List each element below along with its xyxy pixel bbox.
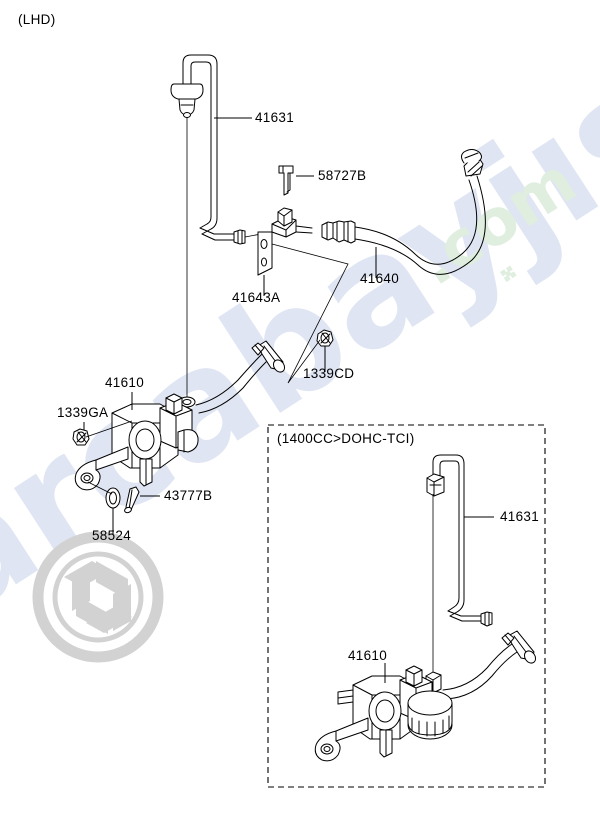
hose-end-fitting: [461, 149, 484, 177]
watermark-brand-text: parcabayjısı: [0, 7, 600, 707]
callout-41631: 41631: [255, 110, 294, 125]
inset-callout-41631: 41631: [500, 509, 539, 524]
part-41643A-bracket: [257, 207, 313, 276]
callout-41610: 41610: [105, 375, 144, 390]
part-43777B-pin: [124, 486, 140, 514]
part-58524-washer: [105, 487, 121, 509]
inset-group: [267, 424, 546, 788]
part-41631-clutch-tube: [170, 54, 273, 400]
callout-41640: 41640: [360, 271, 399, 286]
part-41610-master-cylinder: [74, 340, 286, 491]
inset-tube-union: [480, 611, 493, 627]
hose-crimp-left: [321, 220, 356, 244]
part-1339GA-nut: [72, 428, 90, 446]
callout-43777B: 43777B: [164, 488, 212, 503]
inset-callout-41610: 41610: [348, 648, 387, 663]
leader-lines-inset: [384, 516, 494, 683]
inset-part-41631-tube: [426, 454, 493, 678]
leader-lines-main: [83, 117, 377, 534]
watermark-dots: [500, 265, 517, 283]
callout-58727B: 58727B: [318, 168, 366, 183]
part-1339CD-nut: [316, 329, 334, 347]
callout-1339CD: 1339CD: [303, 366, 354, 381]
labels-layer: (LHD) 41631 58727B 41640 41643A 1339CD 4…: [18, 12, 539, 663]
callout-58524: 58524: [92, 528, 131, 543]
inset-part-41610-master-cylinder: [314, 630, 537, 762]
tube-union-fitting: [233, 229, 246, 245]
tube-grommet: [170, 83, 204, 118]
variant-label: (LHD): [18, 12, 56, 27]
inset-tube-clip: [426, 473, 445, 497]
callout-1339GA: 1339GA: [57, 405, 108, 420]
callout-41643A: 41643A: [232, 290, 280, 305]
watermark-aperture-logo: [32, 531, 164, 663]
inset-caption: (1400CC>DOHC-TCI): [277, 431, 415, 446]
part-58727B-clip: [278, 165, 294, 196]
main-diagram-group: [72, 54, 486, 534]
part-41640-clutch-hose: [321, 149, 486, 275]
watermark-layer: parcabayjısı .com: [0, 7, 600, 707]
